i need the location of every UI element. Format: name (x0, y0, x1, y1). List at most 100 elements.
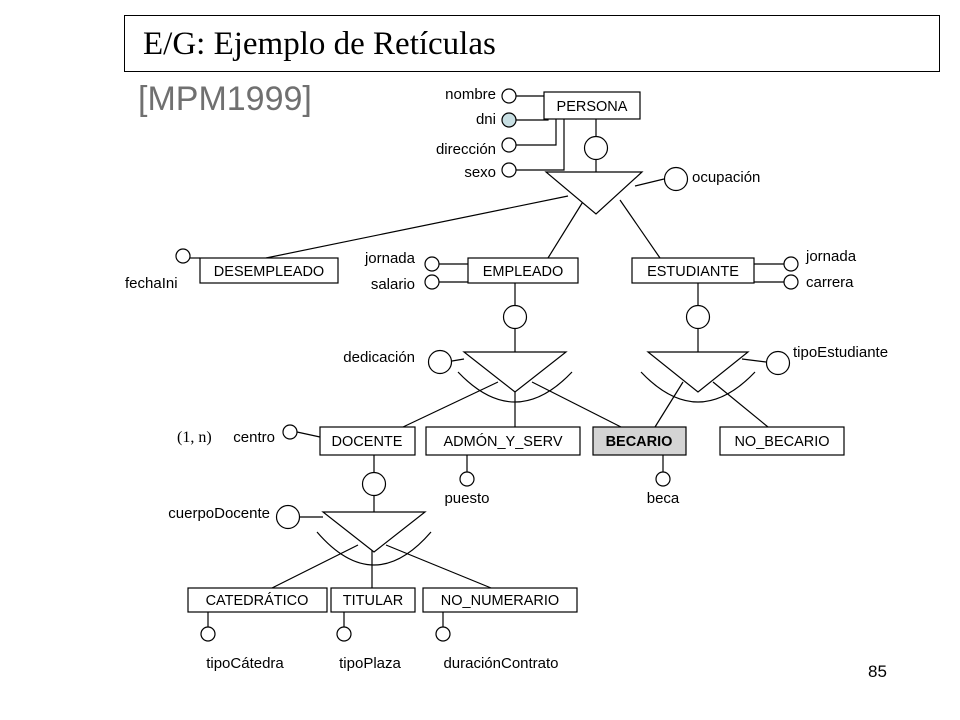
title-box: E/G: Ejemplo de Retículas (124, 15, 940, 72)
discriminator-circles (275, 135, 791, 530)
attr-circle-jornada-est (783, 256, 799, 272)
line-direccion (516, 119, 557, 146)
entity-estudiante-label: ESTUDIANTE (647, 264, 739, 280)
line-to-empleado (547, 199, 585, 259)
circle-ocupacion (663, 166, 689, 192)
line-to-becario-a (531, 381, 622, 428)
attr-jornada-estudiante: jornada (805, 248, 857, 265)
generalization-triangles (321, 171, 750, 553)
entity-persona (543, 91, 641, 120)
entity-admon-y-serv (425, 426, 581, 456)
line-dedicacion (451, 358, 465, 362)
attr-circle-jornada-emp (424, 256, 440, 272)
attr-circle-carrera (783, 274, 799, 290)
entity-empleado (467, 257, 579, 284)
overlap-arcs (316, 371, 756, 566)
entities: PERSONA DESEMPLEADO EMPLEADO ESTUDIANTE … (187, 91, 845, 613)
entity-docente (319, 426, 416, 456)
attr-duracioncontrato: duraciónContrato (443, 655, 558, 672)
entity-titular (330, 587, 416, 613)
attr-cuerpodocente: cuerpoDocente (168, 505, 270, 522)
attr-circle-tipocatedra (200, 626, 216, 642)
entity-desempleado (199, 257, 339, 284)
attr-circle-centro (282, 424, 298, 440)
circle-cuerpodocente (275, 504, 301, 530)
triangle-docente (321, 511, 427, 553)
arc-empleado (457, 371, 573, 403)
line-tipoestudiante (741, 358, 767, 363)
entity-no-becario-label: NO_BECARIO (734, 434, 829, 450)
entity-persona-label: PERSONA (557, 99, 628, 115)
entity-catedratico-label: CATEDRÁTICO (206, 592, 309, 609)
entity-docente-label: DOCENTE (332, 434, 403, 450)
entity-no-numerario (422, 587, 578, 613)
page-number: 85 (868, 662, 887, 681)
triangle-estudiante (646, 351, 750, 393)
triangle-persona (544, 171, 644, 215)
entity-desempleado-label: DESEMPLEADO (214, 264, 324, 280)
line-to-estudiante (619, 199, 661, 259)
entity-becario-label: BECARIO (606, 434, 673, 450)
circle-estudiante-gen (685, 304, 711, 330)
slide-title: E/G: Ejemplo de Retículas (143, 26, 496, 62)
attribute-labels: nombre dni dirección sexo ocupación fech… (125, 86, 888, 672)
reference-label: [MPM1999] (138, 80, 312, 118)
attr-circle-nombre (501, 88, 517, 104)
attr-circle-beca (655, 471, 671, 487)
attr-ocupacion: ocupación (692, 169, 760, 186)
attr-jornada-empleado: jornada (364, 250, 416, 267)
attr-salario: salario (371, 276, 415, 293)
attr-tipoestudiante: tipoEstudiante (793, 344, 888, 361)
line-to-docente (402, 381, 499, 428)
triangle-empleado (462, 351, 568, 393)
line-to-desempleado (265, 195, 569, 259)
entity-estudiante (631, 257, 755, 284)
attr-puesto: puesto (444, 490, 489, 507)
attr-tipocatedra: tipoCátedra (206, 655, 284, 672)
attr-fechaini: fechaIni (125, 275, 178, 292)
attr-circle-puesto (459, 471, 475, 487)
entity-becario (592, 426, 687, 456)
attr-direccion: dirección (436, 141, 496, 158)
arc-estudiante (640, 371, 756, 403)
attribute-circles (175, 88, 799, 642)
attr-carrera: carrera (806, 274, 854, 291)
attr-dedicacion: dedicación (343, 349, 415, 366)
attr-circle-dni (501, 112, 517, 128)
line-to-becario-b (654, 381, 684, 428)
circle-empleado-gen (502, 304, 528, 330)
attr-nombre: nombre (445, 86, 496, 103)
entity-empleado-label: EMPLEADO (483, 264, 564, 280)
attr-centro: centro (233, 429, 275, 446)
attr-circle-salario (424, 274, 440, 290)
line-dni (516, 108, 549, 121)
arc-docente (316, 531, 432, 566)
circle-persona-gen (583, 135, 609, 161)
entity-catedratico (187, 587, 328, 613)
attr-circle-sexo (501, 162, 517, 178)
attr-sexo: sexo (464, 164, 496, 181)
circle-dedicacion (427, 349, 453, 375)
connector-lines (189, 95, 784, 628)
attr-beca: beca (647, 490, 680, 507)
entity-no-becario (719, 426, 845, 456)
entity-admon-y-serv-label: ADMÓN_Y_SERV (444, 433, 563, 450)
line-to-catedratico (267, 544, 359, 591)
attr-dni: dni (476, 111, 496, 128)
line-centro (296, 431, 321, 438)
entity-no-numerario-label: NO_NUMERARIO (441, 593, 559, 609)
line-sexo (516, 119, 565, 171)
attr-circle-direccion (501, 137, 517, 153)
line-ocupacion (634, 178, 665, 187)
circle-tipoestudiante (765, 350, 791, 376)
line-to-nobecario (712, 381, 769, 428)
attr-tipoplaza: tipoPlaza (339, 655, 401, 672)
line-to-nonumerario (385, 544, 497, 591)
entity-titular-label: TITULAR (343, 593, 403, 609)
attr-circle-fechaini (175, 248, 191, 264)
attr-centro-cardinality: (1, n) (177, 429, 212, 446)
attr-circle-duracioncontrato (435, 626, 451, 642)
circle-docente-gen (361, 471, 387, 497)
attr-circle-tipoplaza (336, 626, 352, 642)
